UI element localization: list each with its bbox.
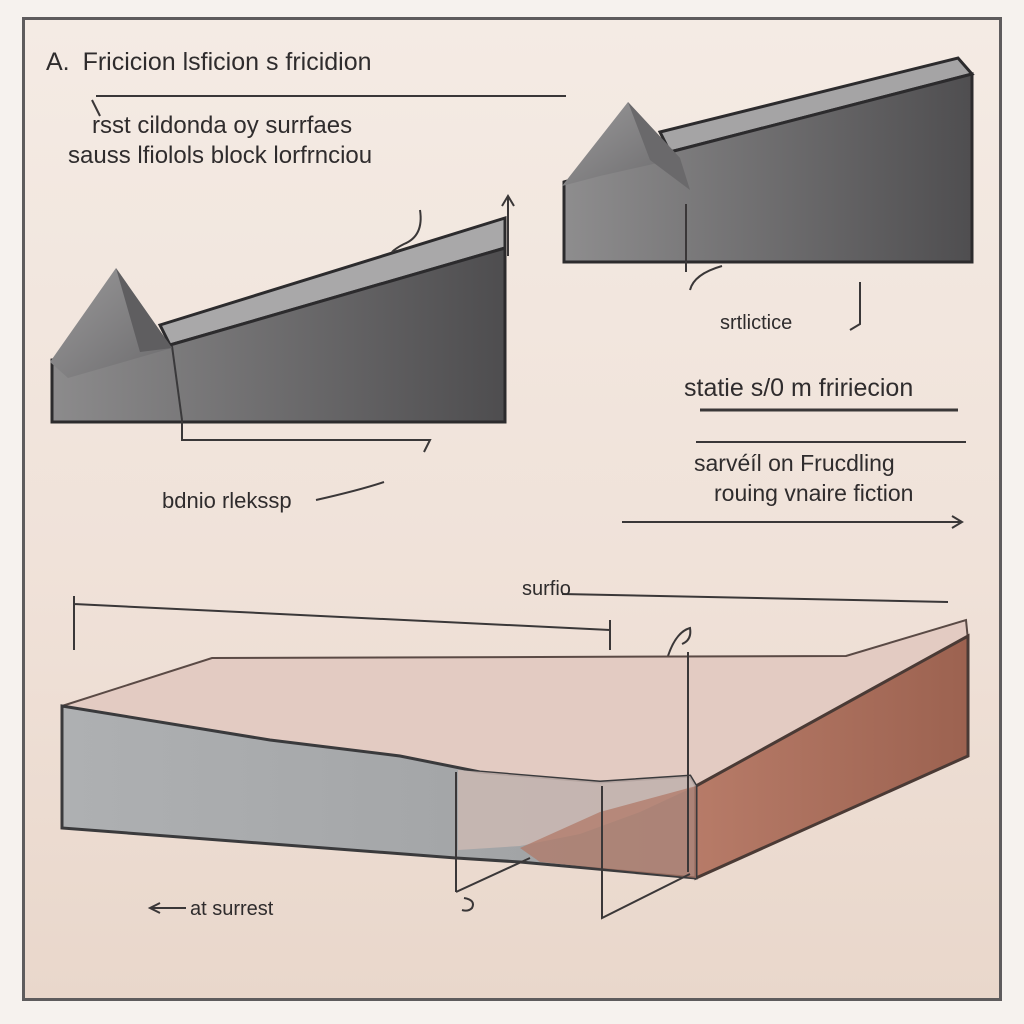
surface-slab (60, 618, 970, 881)
surface-dimension-left (73, 596, 611, 650)
left-inclined-block (50, 215, 507, 424)
surface-label: surfio (522, 578, 571, 600)
right-bracket (849, 282, 861, 331)
slab-hook-annotation (667, 626, 692, 657)
rolling-label-line1: sarvéíl on Frucdling (694, 450, 895, 476)
header-letter: A. (46, 48, 70, 76)
header-title: Fricicion lsficion s fricidion (82, 48, 372, 76)
bottom-surface-label: at surrest (190, 898, 274, 920)
right-hook-annotation (689, 265, 723, 291)
surface-dimension-right (561, 593, 949, 603)
header-tick (91, 99, 101, 117)
left-hook-annotation (391, 209, 422, 253)
static-friction-label: statie s/0 m fririecion (684, 374, 914, 402)
left-up-arrow (501, 194, 515, 256)
right-inclined-block (562, 56, 975, 264)
slab-worn-patch (458, 770, 696, 850)
left-baseline (181, 420, 432, 453)
header-subtitle-1: rsst cildonda oy surrfaes (92, 112, 353, 139)
header-subtitle-2: sauss lfiolols block lorfrnciou (68, 142, 373, 169)
left-block-caption: bdnio rlekssp (162, 488, 292, 513)
bottom-left-arrow (147, 902, 186, 914)
left-block-edge (171, 345, 183, 421)
slab-guide-diagonal (455, 786, 691, 920)
right-block-caption: srtlictice (720, 312, 793, 334)
right-pyramid-shade (628, 102, 690, 190)
slab-rust-patch (520, 786, 696, 878)
left-pyramid-shade (116, 268, 172, 352)
rolling-arrow (622, 515, 964, 529)
rolling-label-line2: rouing vnaire fiction (714, 480, 914, 506)
slab-small-hook (461, 897, 474, 912)
left-caption-arrow (315, 481, 385, 501)
right-pyramid (562, 102, 680, 186)
